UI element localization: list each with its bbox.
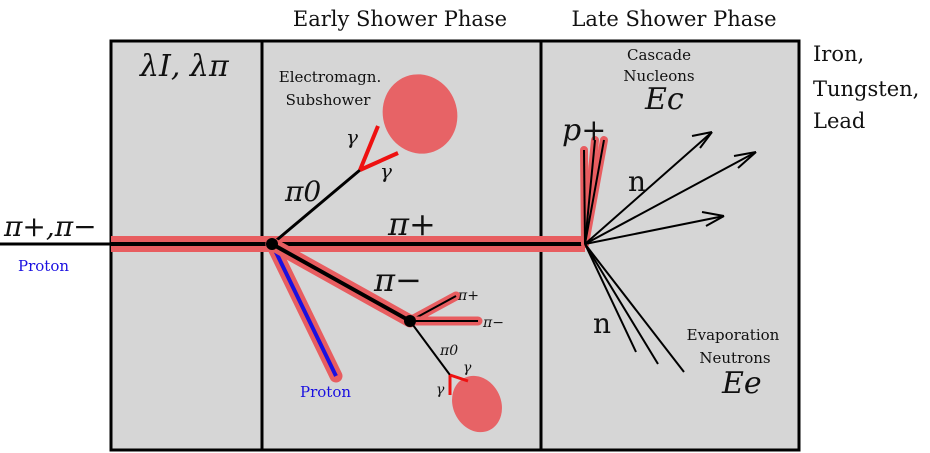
gamma-label-upper-1: γ: [346, 125, 358, 149]
proton-label: Proton: [300, 383, 351, 401]
proton-track: [270, 243, 338, 377]
cascade-label-line1: Cascade: [627, 46, 691, 64]
evap-neutron-2: [584, 243, 659, 365]
evaporation-energy-label: Ee: [721, 366, 762, 401]
pi-plus-main-label: π+: [387, 205, 436, 243]
material-iron: Iron,: [813, 42, 864, 66]
pi0-small-label: π0: [439, 343, 458, 359]
cascade-neutron-label: n: [628, 165, 646, 198]
header-early-shower-phase: Early Shower Phase: [293, 7, 507, 31]
gamma-label-lower-2: γ: [463, 360, 472, 376]
header-late-shower-phase: Late Shower Phase: [571, 7, 776, 31]
materials-label: Iron, Tungsten, Lead: [813, 42, 919, 133]
cascade-proton-track-3: [584, 139, 605, 245]
evap-neutron-1: [584, 243, 637, 353]
cascade-neutron-3: [584, 215, 725, 245]
evaporation-label-line2: Neutrons: [699, 349, 770, 367]
arrowhead-3: [701, 211, 725, 227]
cascade-energy-label: Ec: [644, 82, 684, 117]
proton-cascade: [580, 136, 608, 248]
gamma-label-upper-2: γ: [380, 159, 392, 183]
evap-neutron-3: [584, 243, 685, 373]
cascade-neutron-1: [584, 131, 713, 245]
gamma-label-lower-1: γ: [436, 382, 445, 398]
material-lead: Lead: [813, 109, 865, 133]
em-subshower-blob-upper: [382, 74, 458, 154]
cascade-proton-track-2: [584, 139, 596, 245]
pi0-label: π0: [284, 175, 321, 208]
evaporation-label-line1: Evaporation: [687, 326, 780, 344]
gamma-track-lower-2: [449, 373, 469, 383]
arrowhead-1: [691, 131, 713, 149]
gamma-track-upper-1: [358, 125, 380, 171]
incoming-proton-label: Proton: [18, 257, 69, 275]
pi0-track: [271, 168, 361, 246]
interaction-lengths-label: λI, λπ: [139, 49, 230, 84]
pi-minus-main-label: π−: [373, 261, 422, 299]
em-subshower-blob-lower: [452, 375, 502, 433]
em-subshower-label-line2: Subshower: [286, 91, 372, 109]
arrowhead-2: [733, 151, 757, 169]
evaporation-neutrons: [584, 243, 685, 373]
cascade-proton-track-1: [583, 149, 586, 245]
pi-plus-small-label: π+: [457, 288, 479, 304]
pi0-small-track: [409, 320, 451, 376]
incoming-pion-label: π+,π−: [3, 210, 97, 243]
evap-neutron-label: n: [593, 307, 611, 340]
pi-minus-track: [271, 242, 411, 323]
cascade-label-line2: Nucleons: [623, 67, 694, 85]
material-tungsten: Tungsten,: [813, 77, 919, 101]
secondary-vertex: [404, 315, 416, 327]
gamma-track-upper-2: [359, 151, 399, 172]
pi-minus-small-label: π−: [482, 315, 504, 331]
primary-vertex: [266, 238, 278, 250]
cascade-proton-label: p+: [562, 113, 606, 148]
cascade-neutron-2: [584, 151, 757, 245]
em-subshower-label-line1: Electromagn.: [279, 68, 381, 86]
cascade-neutrons: [584, 131, 757, 245]
